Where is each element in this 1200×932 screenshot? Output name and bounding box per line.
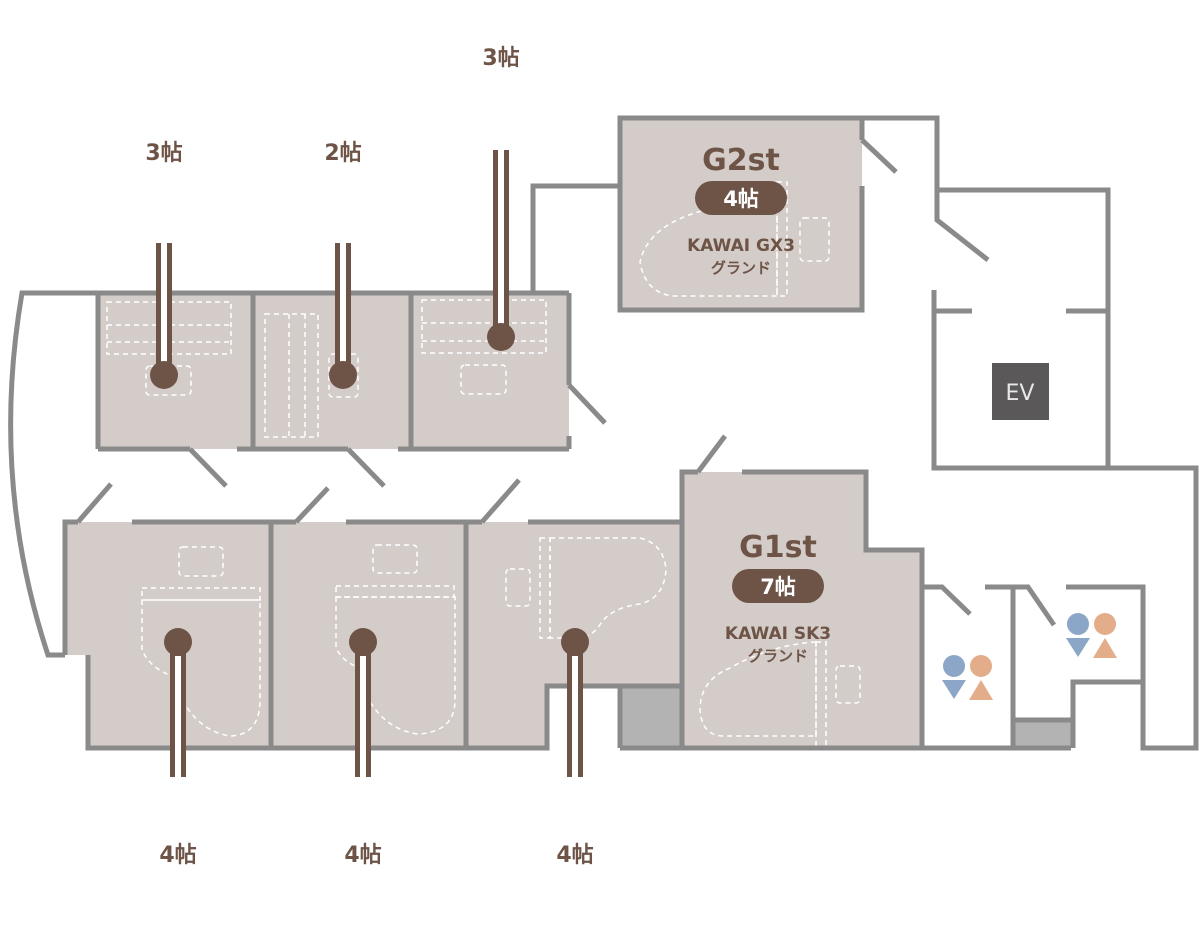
restroom-icon — [942, 655, 993, 700]
piano-model-g1st: KAWAI SK3 — [725, 624, 831, 644]
room-size-g1st: 7帖 — [760, 575, 796, 599]
room-size-top-right: 3帖 — [482, 46, 519, 71]
room-name-g1st: G1st — [739, 530, 817, 565]
room-size-top-middle: 2帖 — [324, 141, 361, 166]
room-size-g2st: 4帖 — [723, 187, 759, 211]
room-name-g2st: G2st — [702, 143, 780, 178]
room-g1st[interactable] — [682, 472, 922, 748]
room-marker-bottom-middle[interactable] — [349, 628, 377, 777]
room-size-bottom-middle: 4帖 — [344, 843, 381, 868]
piano-type-g1st: グランド — [748, 647, 808, 665]
room-size-top-left: 3帖 — [145, 141, 182, 166]
elevator-box — [992, 363, 1049, 420]
restroom-icon — [1066, 613, 1117, 658]
room-marker-top-right[interactable] — [487, 150, 515, 351]
room-size-badge-g2st — [695, 181, 787, 215]
room-size-bottom-right: 4帖 — [556, 843, 593, 868]
room-marker-top-left[interactable] — [150, 243, 178, 389]
elevator-label: EV — [1006, 381, 1035, 406]
room-marker-bottom-left[interactable] — [164, 628, 192, 777]
furniture-outlines — [106, 180, 861, 748]
room-top-right[interactable] — [411, 293, 569, 449]
elevator[interactable]: EV — [992, 363, 1049, 420]
storage-2 — [1013, 722, 1071, 748]
piano-type-g2st: グランド — [711, 259, 771, 277]
walls — [8, 115, 1199, 751]
room-marker-top-middle[interactable] — [329, 243, 357, 389]
storage-1 — [622, 688, 680, 746]
room-size-bottom-left: 4帖 — [159, 843, 196, 868]
room-marker-bottom-right[interactable] — [561, 628, 589, 777]
piano-model-g2st: KAWAI GX3 — [687, 236, 795, 256]
room-size-badge-g1st — [732, 569, 824, 603]
